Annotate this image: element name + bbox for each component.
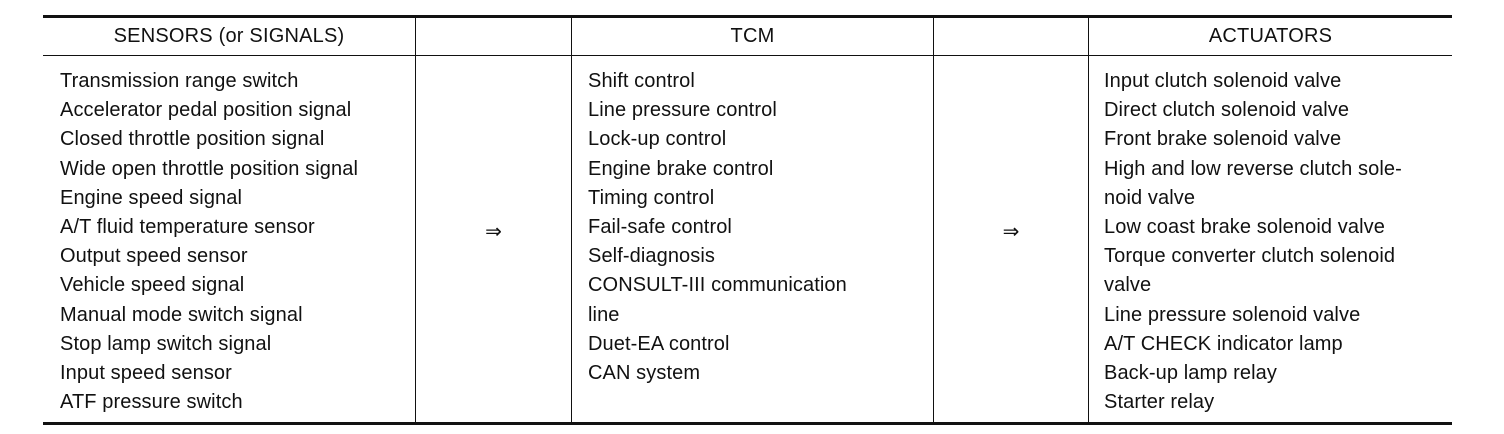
actuators-list: Input clutch solenoid valve Direct clutc… xyxy=(1104,67,1402,417)
list-item: Input speed sensor xyxy=(60,362,232,385)
list-item: Line pressure solenoid valve xyxy=(1104,303,1361,326)
tcm-header: TCM xyxy=(730,25,775,47)
arrow-sensors-to-tcm: ⇒ xyxy=(485,221,502,243)
list-item: Lock-up control xyxy=(588,128,727,151)
table-top-rule xyxy=(43,15,1452,18)
list-item: Timing control xyxy=(588,186,715,209)
list-item: Transmission range switch xyxy=(60,70,299,92)
list-item: Closed throttle position signal xyxy=(60,128,325,151)
list-item: Line pressure control xyxy=(588,99,777,122)
table-header-rule xyxy=(43,55,1452,56)
list-item: Front brake solenoid valve xyxy=(1104,128,1342,151)
list-item: Vehicle speed signal xyxy=(60,274,245,297)
list-item: Wide open throttle position signal xyxy=(60,157,359,180)
divider-sensors-arrow xyxy=(415,18,416,422)
list-item: ATF pressure switch xyxy=(60,391,243,414)
sensors-header: SENSORS (or SIGNALS) xyxy=(113,25,345,47)
list-item: Input clutch solenoid valve xyxy=(1104,70,1342,92)
divider-arrow-tcm xyxy=(571,18,572,422)
arrow-tcm-to-actuators: ⇒ xyxy=(1002,221,1020,243)
tcm-io-table: SENSORS (or SIGNALS) TCM ACTUATORS Trans… xyxy=(43,15,1452,425)
list-item: valve xyxy=(1104,274,1152,297)
tcm-functions-list: Shift control Line pressure control Lock… xyxy=(588,67,847,388)
list-item: CAN system xyxy=(588,362,701,385)
list-item: Output speed sensor xyxy=(60,245,248,268)
list-item: Accelerator pedal position signal xyxy=(60,99,352,122)
list-item: Low coast brake solenoid valve xyxy=(1104,216,1385,239)
divider-tcm-arrow xyxy=(933,18,934,422)
list-item: High and low reverse clutch sole- xyxy=(1104,157,1402,180)
list-item: A/T fluid temperature sensor xyxy=(60,216,315,239)
list-item: Shift control xyxy=(588,70,695,92)
list-item: Stop lamp switch signal xyxy=(60,332,272,355)
list-item: Back-up lamp relay xyxy=(1104,362,1277,385)
list-item: A/T CHECK indicator lamp xyxy=(1104,332,1343,355)
list-item: Self-diagnosis xyxy=(588,245,716,268)
list-item: Torque converter clutch solenoid xyxy=(1104,245,1396,268)
list-item: Manual mode switch signal xyxy=(60,303,303,326)
actuators-header: ACTUATORS xyxy=(1208,25,1333,47)
list-item: Fail-safe control xyxy=(588,216,732,239)
list-item: CONSULT-III communication xyxy=(588,274,847,297)
table-bottom-rule xyxy=(43,422,1452,425)
list-item: Duet-EA control xyxy=(588,332,730,355)
list-item: Starter relay xyxy=(1104,391,1215,414)
list-item: line xyxy=(588,303,620,326)
list-item: Direct clutch solenoid valve xyxy=(1104,99,1350,122)
sensors-list: Transmission range switch Accelerator pe… xyxy=(60,67,358,417)
list-item: Engine speed signal xyxy=(60,186,243,209)
divider-arrow-actuators xyxy=(1088,18,1089,422)
list-item: Engine brake control xyxy=(588,157,774,180)
list-item: noid valve xyxy=(1104,186,1196,209)
